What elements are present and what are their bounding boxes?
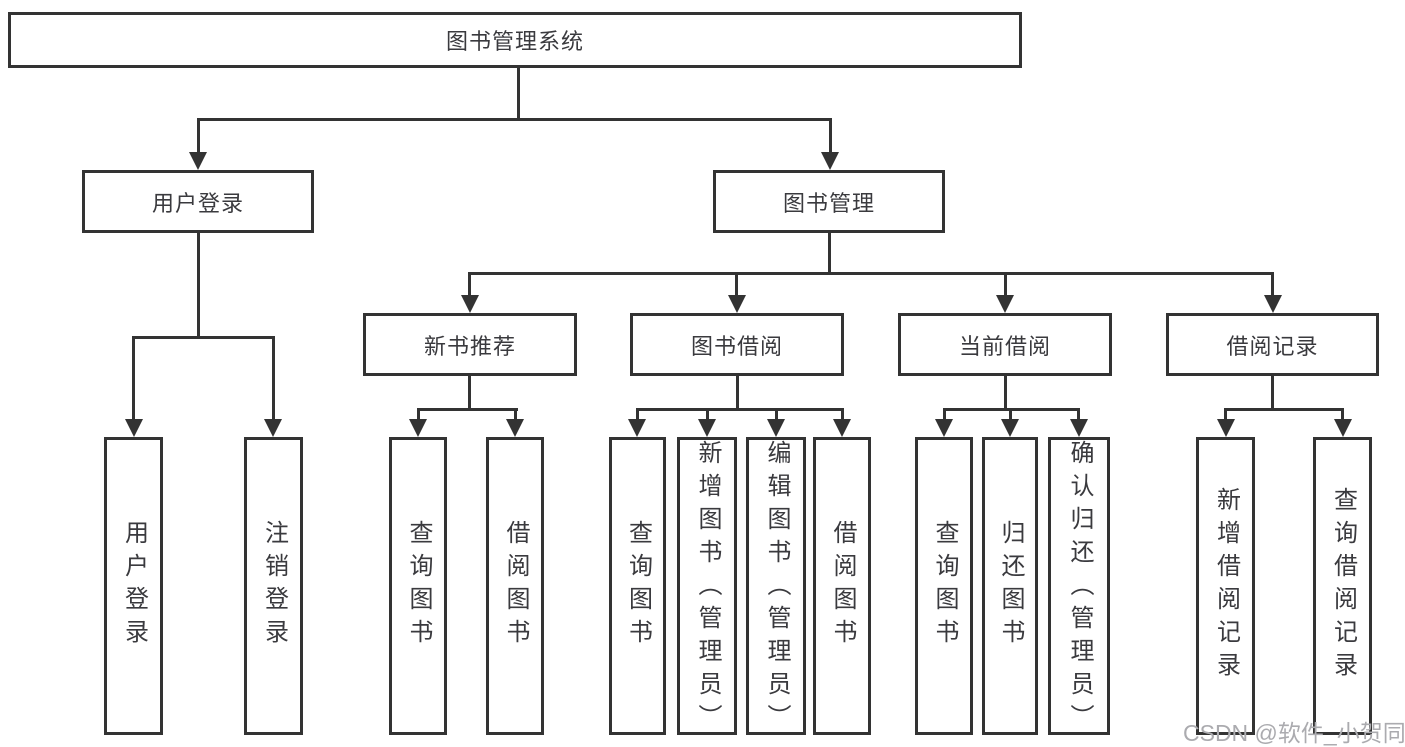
- arrow-down-icon: [833, 419, 851, 437]
- arrow-down-icon: [125, 419, 143, 437]
- node-book-management: 图书管理: [713, 170, 945, 233]
- connector-line: [468, 272, 471, 297]
- node-borrowing-records: 借阅记录: [1166, 313, 1379, 376]
- arrow-down-icon: [628, 419, 646, 437]
- arrow-down-icon: [1070, 419, 1088, 437]
- arrow-down-icon: [409, 419, 427, 437]
- arrow-down-icon: [1217, 419, 1235, 437]
- connector-line: [132, 336, 275, 339]
- node-book-borrowing: 图书借阅: [630, 313, 844, 376]
- connector-line: [735, 272, 738, 297]
- arrow-down-icon: [767, 419, 785, 437]
- connector-line: [197, 233, 200, 336]
- node-system-root: 图书管理系统: [8, 12, 1022, 68]
- connector-line: [841, 408, 844, 421]
- arrow-down-icon: [698, 419, 716, 437]
- arrow-down-icon: [461, 295, 479, 313]
- leaf-query-books: 查询图书: [915, 437, 973, 735]
- arrow-down-icon: [821, 152, 839, 170]
- arrow-down-icon: [1264, 295, 1282, 313]
- leaf-label: 借阅图书: [829, 520, 856, 652]
- connector-line: [1224, 408, 1344, 411]
- arrow-down-icon: [1334, 419, 1352, 437]
- connector-line: [517, 68, 520, 118]
- leaf-add-book-admin: 新增图书（管理员）: [677, 437, 737, 737]
- leaf-logout: 注销登录: [244, 437, 303, 735]
- node-current-borrowing: 当前借阅: [898, 313, 1112, 376]
- leaf-add-borrow-record: 新增借阅记录: [1196, 437, 1255, 735]
- node-label: 图书管理: [782, 190, 875, 216]
- connector-line: [943, 408, 946, 421]
- connector-line: [468, 272, 1274, 275]
- connector-line: [636, 408, 843, 411]
- arrow-down-icon: [728, 295, 746, 313]
- connector-line: [775, 408, 778, 421]
- leaf-label: 查询图书: [931, 520, 958, 652]
- leaf-query-books: 查询图书: [389, 437, 447, 735]
- leaf-label: 新增借阅记录: [1212, 487, 1240, 685]
- connector-line: [1341, 408, 1344, 421]
- connector-line: [197, 118, 200, 156]
- leaf-label: 编辑图书（管理员）: [763, 440, 790, 737]
- connector-line: [272, 336, 275, 421]
- leaf-label: 查询图书: [624, 520, 652, 652]
- connector-line: [1004, 272, 1007, 297]
- leaf-borrow-books: 借阅图书: [486, 437, 544, 735]
- leaf-confirm-return-admin: 确认归还（管理员）: [1048, 437, 1110, 737]
- connector-line: [468, 376, 471, 408]
- arrow-down-icon: [935, 419, 953, 437]
- leaf-user-login: 用户登录: [104, 437, 163, 735]
- connector-line: [736, 376, 739, 408]
- arrow-down-icon: [264, 419, 282, 437]
- connector-line: [417, 408, 518, 411]
- connector-line: [706, 408, 709, 421]
- leaf-return-books: 归还图书: [982, 437, 1038, 735]
- node-label: 图书借阅: [690, 333, 783, 359]
- leaf-borrow-books: 借阅图书: [813, 437, 871, 735]
- leaf-edit-book-admin: 编辑图书（管理员）: [746, 437, 806, 737]
- arrow-down-icon: [506, 419, 524, 437]
- node-label: 借阅记录: [1226, 333, 1319, 359]
- node-label: 当前借阅: [958, 333, 1051, 359]
- leaf-query-books: 查询图书: [609, 437, 666, 735]
- connector-line: [417, 408, 420, 421]
- leaf-label: 借阅图书: [502, 520, 529, 652]
- node-label: 用户登录: [151, 190, 244, 216]
- arrow-down-icon: [1001, 419, 1019, 437]
- connector-line: [1009, 408, 1012, 421]
- csdn-watermark: CSDN @软件_小贺同学: [1183, 720, 1405, 746]
- connector-line: [1004, 376, 1007, 408]
- node-user-login: 用户登录: [82, 170, 314, 233]
- arrow-down-icon: [996, 295, 1014, 313]
- leaf-label: 归还图书: [997, 520, 1024, 652]
- leaf-label: 查询图书: [405, 520, 432, 652]
- connector-line: [1224, 408, 1227, 421]
- leaf-label: 确认归还（管理员）: [1066, 440, 1093, 737]
- leaf-label: 查询借阅记录: [1329, 487, 1357, 685]
- connector-line: [514, 408, 517, 421]
- connector-line: [1271, 272, 1274, 297]
- node-label: 图书管理系统: [445, 29, 584, 54]
- leaf-label: 注销登录: [260, 520, 288, 652]
- connector-line: [1077, 408, 1080, 421]
- connector-line: [197, 118, 832, 121]
- connector-line: [828, 233, 831, 272]
- leaf-label: 用户登录: [120, 520, 148, 652]
- arrow-down-icon: [189, 152, 207, 170]
- connector-line: [132, 336, 135, 421]
- leaf-label: 新增图书（管理员）: [694, 440, 721, 737]
- node-new-book-recommend: 新书推荐: [363, 313, 577, 376]
- leaf-query-borrow-record: 查询借阅记录: [1313, 437, 1372, 735]
- connector-line: [636, 408, 639, 421]
- connector-line: [829, 118, 832, 156]
- node-label: 新书推荐: [423, 333, 516, 359]
- connector-line: [1271, 376, 1274, 408]
